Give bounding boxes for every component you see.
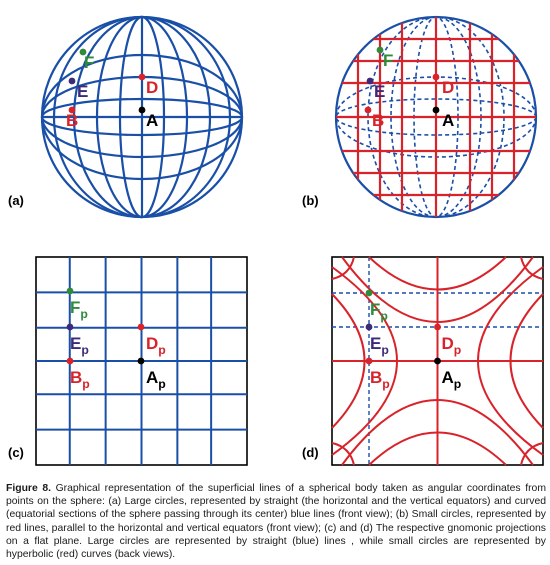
projection-d-hyperbola <box>341 399 534 466</box>
point-b-E-dot <box>366 77 374 85</box>
panel-c-tag: (c) <box>8 445 24 460</box>
point-b-B-dot <box>364 106 372 114</box>
point-c-B-label: Bp <box>70 368 90 391</box>
projection-d-corner-arc <box>520 256 544 280</box>
point-c-F-dot <box>66 287 74 295</box>
point-c-D-label: Dp <box>146 334 166 357</box>
panel-d-tag: (d) <box>302 445 319 460</box>
projection-d-corner-arc <box>331 256 355 280</box>
point-a-B-label: B <box>66 111 78 130</box>
projection-d-hyperbola <box>368 256 507 291</box>
projection-d-corner-arc <box>520 442 544 466</box>
figure-caption: Figure 8. Graphical representation of th… <box>6 482 546 561</box>
point-b-F-label: F <box>383 51 393 70</box>
point-a-A-dot <box>138 106 146 114</box>
point-d-D-label: Dp <box>442 334 462 357</box>
panel-a-tag: (a) <box>8 193 24 208</box>
point-d-A-label: Ap <box>442 368 462 391</box>
projection-d-hyperbola <box>477 266 544 456</box>
point-a-F-dot <box>79 48 87 56</box>
projection-d-hyperbola <box>331 266 398 456</box>
point-c-A-label: Ap <box>146 368 166 391</box>
point-d-E-dot <box>365 323 373 331</box>
point-a-F-label: F <box>84 53 94 72</box>
point-b-E-label: E <box>374 82 385 101</box>
point-b-D-dot <box>432 73 440 81</box>
point-c-B-dot <box>66 357 74 365</box>
panel-c-gnomonic-great-circles: Ap Bp Dp Ep Fp (c) <box>8 256 248 466</box>
point-d-B-dot <box>365 357 373 365</box>
point-a-B-dot <box>68 106 76 114</box>
panel-a-sphere-great-circles: A B D EF (a) <box>8 15 244 219</box>
projection-d-hyperbola <box>341 256 534 323</box>
panel-b-sphere-small-circles: A B D EF (b) <box>302 15 538 219</box>
point-d-D-dot <box>434 323 441 331</box>
point-b-A-dot <box>432 106 440 114</box>
point-c-F-label: Fp <box>70 298 88 321</box>
caption-text: Graphical representation of the superfic… <box>6 483 546 561</box>
point-a-D-label: D <box>146 78 158 97</box>
point-d-A-dot <box>434 357 441 365</box>
point-a-D-dot <box>138 73 146 81</box>
point-c-E-dot <box>66 323 74 331</box>
point-c-E-label: Ep <box>70 334 89 357</box>
point-b-B-label: B <box>372 111 384 130</box>
point-d-E-label: Ep <box>370 334 389 357</box>
point-b-A-label: A <box>442 111 454 130</box>
point-a-E-dot <box>68 77 76 85</box>
projection-d-hyperbola <box>331 293 366 429</box>
point-c-D-dot <box>137 323 145 331</box>
caption-label: Figure 8. <box>6 483 51 494</box>
point-b-F-dot <box>376 46 384 54</box>
projection-d-corner-arc <box>331 442 355 466</box>
point-c-A-dot <box>137 357 145 365</box>
point-a-E-label: E <box>77 82 88 101</box>
projection-d-hyperbola <box>368 431 507 466</box>
point-a-A-label: A <box>146 111 158 130</box>
point-b-D-label: D <box>442 78 454 97</box>
point-d-F-dot <box>365 289 373 297</box>
point-d-B-label: Bp <box>370 368 390 391</box>
projection-d-hyperbola <box>509 293 544 429</box>
panel-b-tag: (b) <box>302 193 319 208</box>
